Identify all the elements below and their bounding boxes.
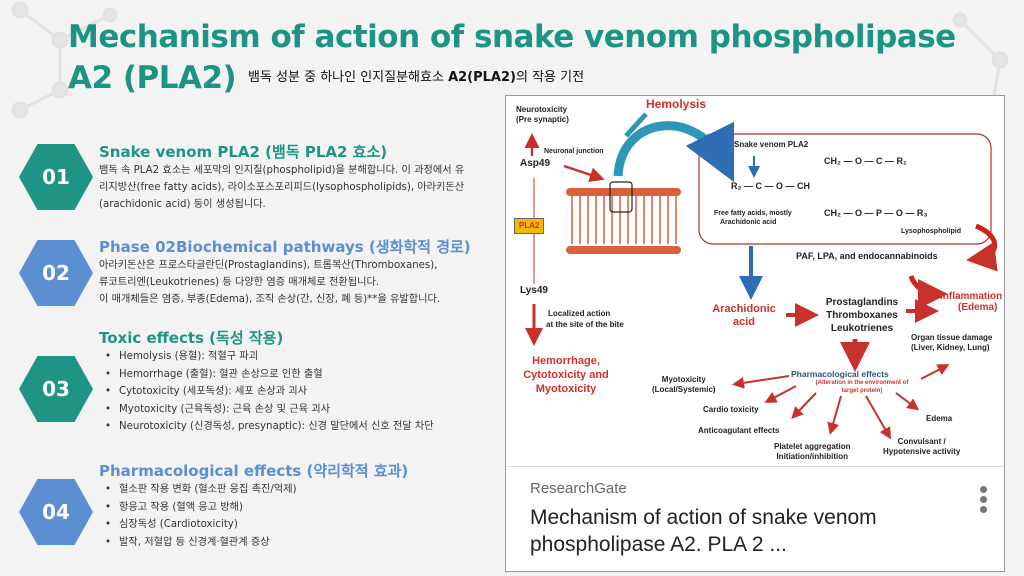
list-item: 혈소판 작용 변화 (혈소판 응집 촉진/억제) bbox=[105, 481, 499, 499]
page-title: Mechanism of action of snake venom phosp… bbox=[68, 19, 956, 55]
section-heading: Snake venom PLA2 (뱀독 PLA2 효소) bbox=[99, 143, 388, 161]
diagram-label-neuronal-junction: Neuronal junction bbox=[544, 148, 604, 155]
list-item: Myotoxicity (근육독성): 근육 손상 및 근육 괴사 bbox=[105, 401, 499, 419]
section-heading: Phase 02Biochemical pathways (생화학적 경로) bbox=[99, 238, 471, 256]
diagram-label-anticoagulant: Anticoagulant effects bbox=[698, 426, 780, 435]
diagram-label-pre-synaptic: (Pre synaptic) bbox=[516, 115, 569, 124]
step-badge-01: 01 bbox=[19, 144, 93, 210]
diagram-label-localized-1: Localized action bbox=[548, 309, 611, 318]
diagram-label-pla2: PLA2 bbox=[514, 218, 545, 234]
researchgate-image-card[interactable]: R₂ — C — O — CH CH₂ — O — C — R₁ CH₂ — O… bbox=[505, 95, 1005, 572]
diagram-label-pharmacological: Pharmacological effects bbox=[791, 369, 889, 379]
arachidonic-line: Arachidonic bbox=[712, 303, 776, 315]
diagram-label-free-fatty-acids: Free fatty acids, mostly bbox=[714, 210, 792, 217]
section-04: Pharmacological effects (약리학적 효과) 혈소판 작용… bbox=[99, 462, 499, 551]
section-02: Phase 02Biochemical pathways (생화학적 경로) 아… bbox=[99, 238, 499, 308]
section-01: Snake venom PLA2 (뱀독 PLA2 효소) 뱀독 속 PLA2 … bbox=[99, 143, 499, 213]
diagram-label-myotoxicity: Myotoxicity(Local/Systemic) bbox=[652, 375, 716, 395]
subtitle-text-end: 의 작용 기전 bbox=[515, 70, 585, 85]
diagram-label-paf: PAF, LPA, and endocannabinoids bbox=[796, 251, 938, 261]
step-badge-03: 03 bbox=[19, 356, 93, 422]
section-body-line: 아라키돈산은 프로스타글란딘(Prostaglandins), 트롬복산(Thr… bbox=[99, 260, 438, 271]
diagram-label-hemolysis: Hemolysis bbox=[646, 97, 707, 111]
hemorrhage-line: Myotoxicity bbox=[535, 383, 597, 395]
diagram-label-convulsant: Convulsant /Hypotensive activity bbox=[883, 437, 960, 457]
platelet-line: Platelet aggregation bbox=[774, 442, 851, 451]
section-body: 뱀독 속 PLA2 효소는 세포막의 인지질(phospholipid)을 분해… bbox=[99, 165, 465, 210]
step-badge-04: 04 bbox=[19, 479, 93, 545]
section-body-line: 류코트리엔(Leukotrienes) 등 다양한 염증 매개체로 전환됩니다. bbox=[99, 277, 380, 288]
caption-title[interactable]: Mechanism of action of snake venom phosp… bbox=[530, 506, 877, 556]
list-item: Cytotoxicity (세포독성): 세포 손상과 괴사 bbox=[105, 383, 499, 401]
diagram-label-neurotoxicity: Neurotoxicity bbox=[516, 105, 568, 114]
section-heading: Toxic effects (독성 작용) bbox=[99, 329, 284, 347]
hemorrhage-line: Cytotoxicity and bbox=[523, 369, 609, 381]
list-item: 항응고 작용 (혈액 응고 방해) bbox=[105, 499, 499, 517]
diagram-label-localized-2: at the site of the bite bbox=[546, 320, 624, 329]
eicosanoid-line: Thromboxanes bbox=[826, 310, 898, 321]
svg-text:CH₂ — O — C — R₁: CH₂ — O — C — R₁ bbox=[824, 156, 907, 166]
section-body-line: 이 매개체들은 염증, 부종(Edema), 조직 손상(간, 신장, 폐 등)… bbox=[99, 294, 441, 305]
diagram-label-cardio: Cardio toxicity bbox=[703, 405, 759, 414]
caption-divider bbox=[506, 466, 1004, 467]
convulsant-line: Hypotensive activity bbox=[883, 447, 961, 456]
list-item: Hemorrhage (출혈): 혈관 손상으로 인한 출혈 bbox=[105, 366, 499, 384]
subtitle-bold: A2(PLA2) bbox=[448, 70, 516, 85]
alteration-line: target protein) bbox=[841, 388, 883, 394]
mechanism-diagram: R₂ — C — O — CH CH₂ — O — C — R₁ CH₂ — O… bbox=[524, 112, 998, 440]
diagram-label-lys49: Lys49 bbox=[520, 285, 548, 296]
diagram-label-snake-venom-pla2: Snake venom PLA2 bbox=[734, 140, 809, 149]
svg-text:CH₂ — O — P — O — R₃: CH₂ — O — P — O — R₃ bbox=[824, 208, 928, 218]
list-item: Neurotoxicity (신경독성, presynaptic): 신경 말단… bbox=[105, 418, 499, 436]
diagram-label-arachidonic-acid-small: Arachidonic acid bbox=[720, 219, 777, 226]
list-item: Hemolysis (용혈): 적혈구 파괴 bbox=[105, 348, 499, 366]
diagram-label-lysophospholipid: Lysophospholipid bbox=[901, 228, 962, 235]
organ-line: Organ tissue damage bbox=[911, 333, 993, 342]
alteration-line: (Alteration in the environment of bbox=[815, 380, 909, 386]
caption-source[interactable]: ResearchGate bbox=[530, 480, 627, 497]
list-item: 발작, 저혈압 등 신경계·혈관계 증상 bbox=[105, 534, 499, 552]
eicosanoid-line: Prostaglandins bbox=[825, 297, 899, 308]
myotox-line: (Local/Systemic) bbox=[652, 385, 716, 394]
list-item: 심장독성 (Cardiotoxicity) bbox=[105, 516, 499, 534]
subtitle-text: 뱀독 성분 중 하나인 인지질분해효소 bbox=[248, 70, 449, 85]
page-subtitle: 뱀독 성분 중 하나인 인지질분해효소 A2(PLA2)의 작용 기전 bbox=[248, 66, 584, 85]
hemorrhage-line: Hemorrhage, bbox=[532, 355, 600, 367]
diagram-label-organ-damage: Organ tissue damage(Liver, Kidney, Lung) bbox=[911, 333, 992, 353]
diagram-label-edema: Edema bbox=[926, 414, 953, 423]
platelet-line: Initiation/inhibition bbox=[776, 452, 848, 461]
section-03: Toxic effects (독성 작용) Hemolysis (용혈): 적혈… bbox=[99, 329, 499, 436]
diagram-label-asp49: Asp49 bbox=[520, 158, 551, 169]
organ-line: (Liver, Kidney, Lung) bbox=[911, 343, 990, 352]
diagram-label-alteration: (Alteration in the environment of target … bbox=[802, 379, 922, 395]
diagram-label-inflammation: Inflammation bbox=[940, 291, 1003, 302]
section-heading: Pharmacological effects (약리학적 효과) bbox=[99, 462, 409, 480]
more-options-icon[interactable] bbox=[980, 486, 988, 516]
diagram-label-edema-paren: (Edema) bbox=[958, 302, 998, 313]
arachidonic-line: acid bbox=[732, 316, 755, 328]
eicosanoid-line: Leukotrienes bbox=[830, 323, 894, 334]
svg-text:R₂ — C — O — CH: R₂ — C — O — CH bbox=[731, 181, 810, 191]
step-badge-02: 02 bbox=[19, 240, 93, 306]
myotox-line: Myotoxicity bbox=[661, 375, 706, 384]
page-title-line2: A2 (PLA2) bbox=[68, 60, 237, 96]
convulsant-line: Convulsant / bbox=[897, 437, 946, 446]
